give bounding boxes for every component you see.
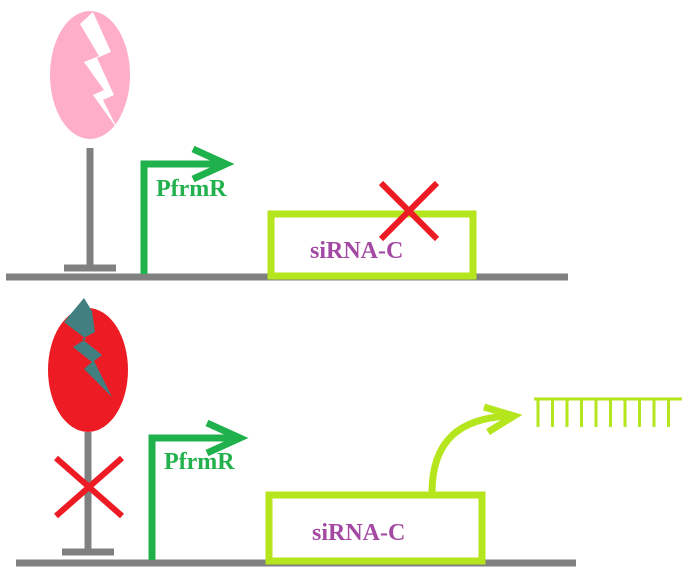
red-x-icon — [378, 180, 440, 242]
bottom-promoter-label: PfrmR — [164, 449, 235, 475]
bottom-gene-box — [265, 491, 486, 565]
red-x-icon — [54, 455, 124, 519]
transcription-arrowhead — [482, 403, 523, 435]
top-gene-label: siRNA-C — [310, 238, 403, 264]
bottom-gene-label: siRNA-C — [312, 520, 405, 546]
top-promoter-arrow — [140, 160, 224, 274]
bottom-promoter-arrowhead — [205, 419, 249, 457]
bottom-repressor — [48, 298, 128, 556]
top-promoter: PfrmR — [140, 145, 235, 274]
top-gene: siRNA-C — [267, 210, 477, 280]
top-gene-box — [267, 210, 477, 280]
bottom-panel: PfrmR siRNA-C — [16, 298, 682, 567]
top-promoter-arrowhead — [191, 145, 235, 183]
lightning-icon — [64, 298, 112, 397]
transcription-arrow — [428, 403, 523, 494]
bottom-promoter-arrow — [148, 434, 238, 560]
top-repressor-ellipse — [50, 11, 130, 139]
bottom-gene: siRNA-C — [265, 491, 486, 565]
bottom-promoter: PfrmR — [148, 419, 249, 560]
top-repressor — [50, 11, 130, 272]
comb-rna-icon — [534, 397, 682, 427]
lightning-icon — [80, 12, 118, 130]
top-panel: PfrmR siRNA-C — [6, 11, 568, 281]
top-promoter-label: PfrmR — [156, 176, 227, 202]
transcription-arrow-curve — [428, 412, 511, 494]
